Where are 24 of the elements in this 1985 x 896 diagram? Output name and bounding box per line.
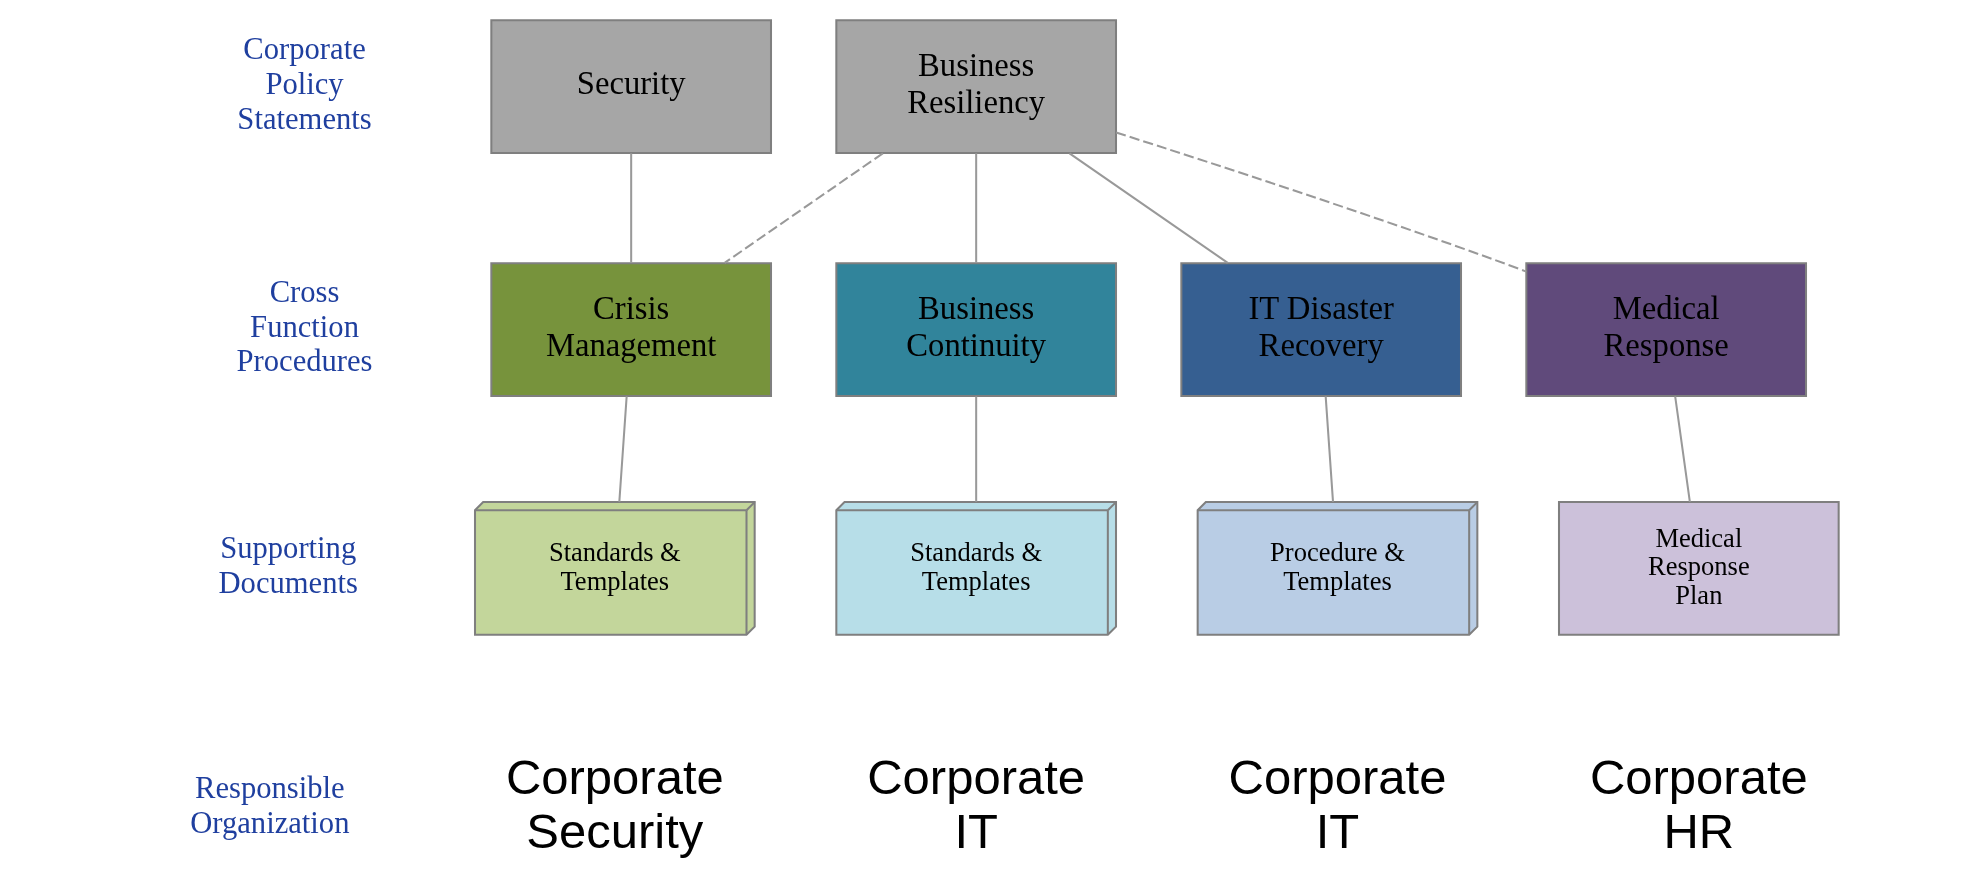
node-box: IT Disaster Recovery	[1180, 262, 1463, 397]
connector	[975, 396, 978, 502]
node-box: Medical Response Plan	[1557, 501, 1840, 636]
node-box: Business Resiliency	[835, 19, 1118, 155]
connector	[1068, 152, 1229, 264]
label: Corporate Policy Statements	[237, 32, 372, 136]
label: Corporate IT	[1228, 750, 1447, 858]
connector	[1115, 131, 1527, 273]
connector	[618, 396, 628, 502]
node-box: Business Continuity	[835, 262, 1118, 397]
node-box: Crisis Management	[490, 262, 773, 397]
label: Corporate HR	[1589, 750, 1808, 858]
label: Corporate Security	[505, 750, 724, 858]
connector	[975, 153, 978, 263]
node-box: Medical Response	[1525, 262, 1808, 397]
label: Supporting Documents	[218, 531, 358, 600]
label: Corporate IT	[867, 750, 1086, 858]
connector	[1674, 396, 1691, 502]
node-box: Security	[490, 19, 773, 155]
connector	[1324, 396, 1335, 502]
connector	[724, 152, 884, 264]
label: Responsible Organization	[190, 771, 350, 840]
connector	[630, 153, 633, 263]
label: Cross Function Procedures	[236, 275, 373, 379]
